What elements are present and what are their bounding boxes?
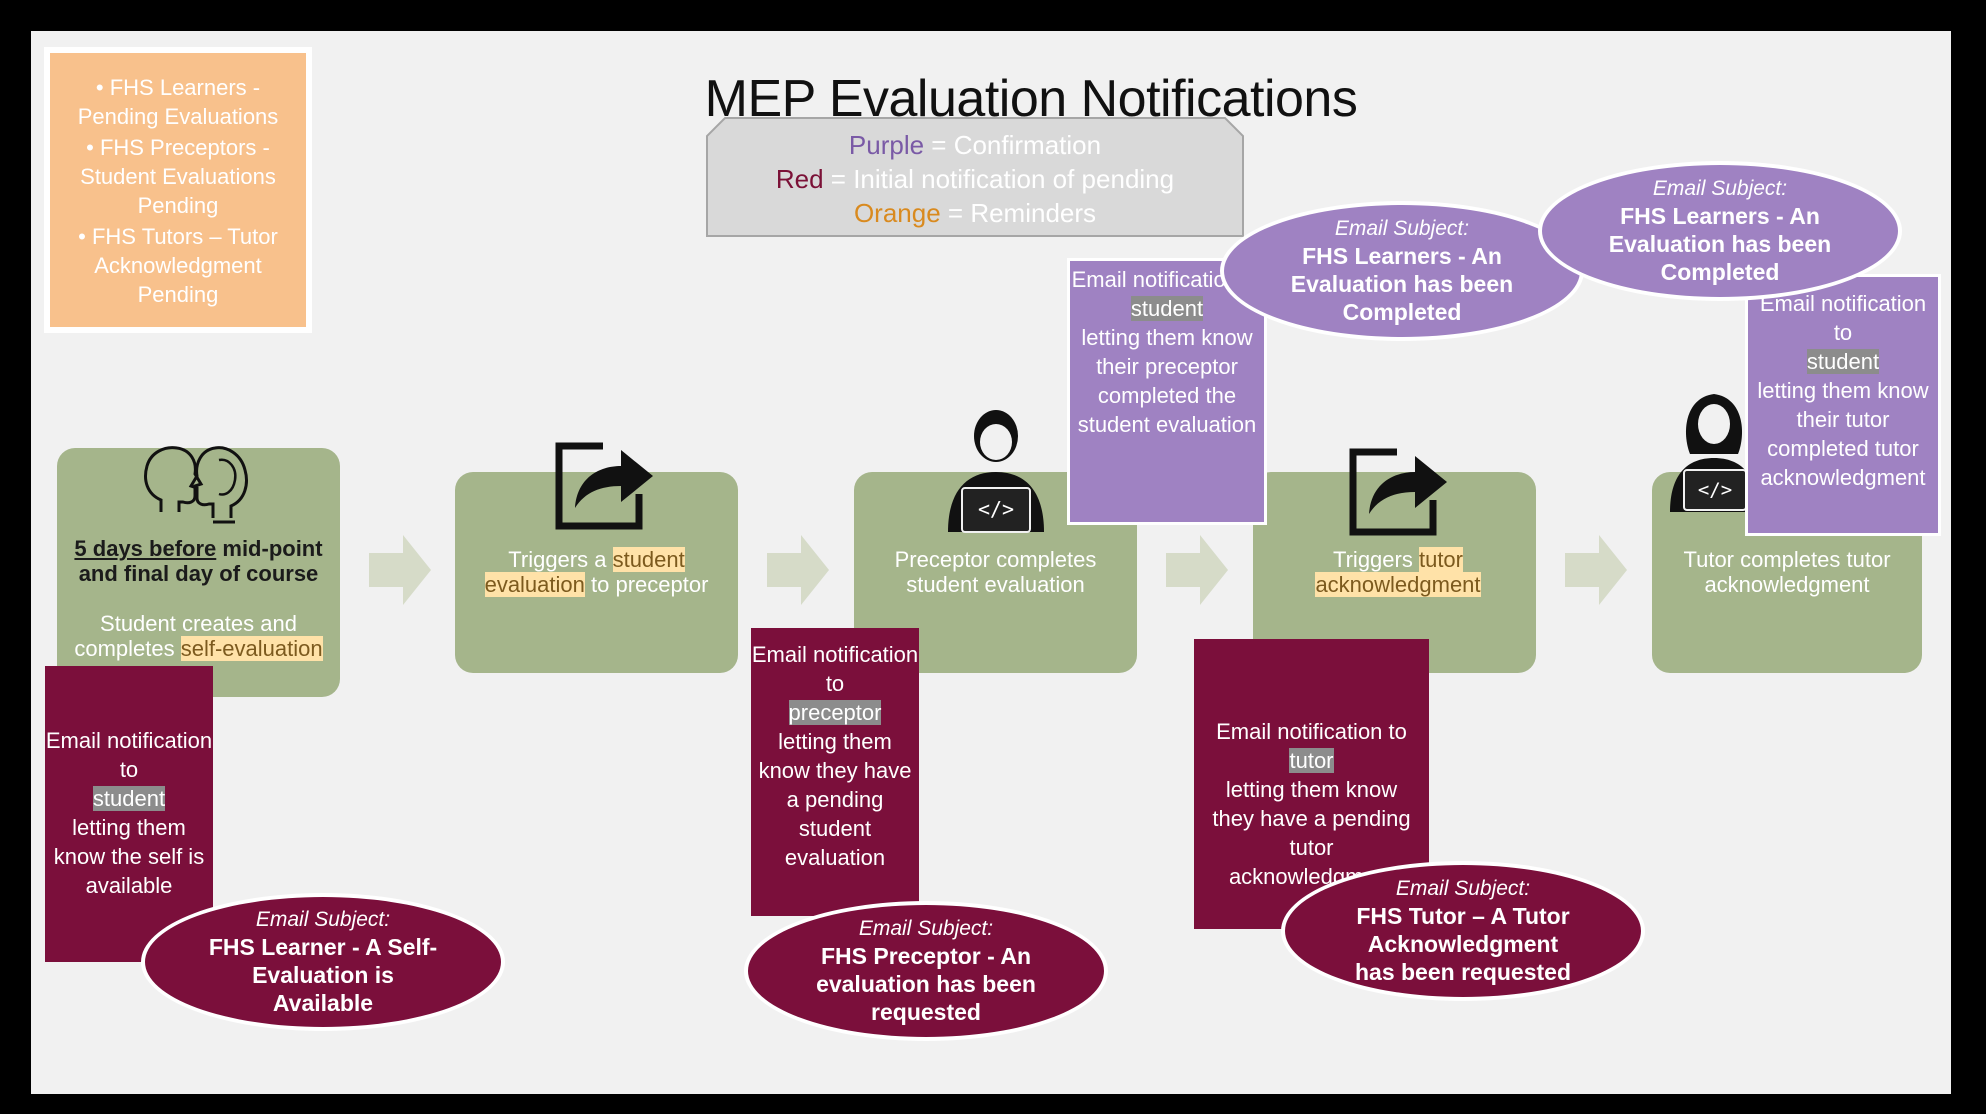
stage-triggers-student-evaluation: Triggers a student evaluation to precept…: [455, 442, 738, 673]
recipient-highlight: preceptor: [788, 700, 882, 725]
email-note-student-preceptor-completed: Email notification to student letting th…: [1067, 258, 1267, 525]
email-subjects-box: FHS Learners - Pending Evaluations FHS P…: [44, 47, 312, 333]
recipient-highlight: student: [1806, 349, 1880, 374]
legend-orange-text: = Reminders: [940, 198, 1097, 228]
legend-orange-key: Orange: [853, 198, 941, 228]
person-laptop-icon: </>: [948, 410, 1044, 533]
stage-5-text: Tutor completes tutor acknowledgment: [1683, 547, 1891, 597]
share-icon: [555, 442, 653, 530]
color-legend: Purple = Confirmation Red = Initial noti…: [705, 116, 1245, 238]
svg-text:</>: </>: [978, 497, 1014, 521]
stage-1-text: Student creates and completes self-evalu…: [74, 611, 323, 661]
legend-red-text: = Initial notification of pending: [823, 164, 1175, 194]
subject-item: FHS Tutors – Tutor Acknowledgment Pendin…: [56, 222, 300, 309]
flow-arrow: [1166, 535, 1228, 605]
subject-item: FHS Preceptors - Student Evaluations Pen…: [56, 133, 300, 220]
stage-student-self-evaluation: 5 days before mid-point and final day of…: [57, 446, 340, 697]
email-note-student-tutor-completed: Email notification to student letting th…: [1745, 274, 1941, 536]
legend-purple-text: = Confirmation: [924, 130, 1102, 160]
legend-red-key: Red: [775, 164, 824, 194]
email-note-student-self: Email notification to student letting th…: [45, 666, 213, 962]
woman-laptop-icon: </>: [1670, 394, 1758, 512]
legend-text: Purple = Confirmation Red = Initial noti…: [705, 128, 1245, 230]
email-subject-preceptor-requested: Email Subject: FHS Preceptor - An evalua…: [744, 901, 1108, 1041]
flow-arrow: [767, 535, 829, 605]
stage-1-heading: 5 days before mid-point and final day of…: [74, 536, 323, 586]
legend-purple-key: Purple: [848, 130, 925, 160]
recipient-highlight: tutor: [1289, 748, 1334, 773]
flow-arrow: [1565, 535, 1627, 605]
svg-text:</>: </>: [1698, 479, 1732, 501]
email-note-preceptor: Email notification to preceptor letting …: [751, 628, 919, 916]
stage-4-text: Triggers tutor acknowledgment: [1315, 547, 1481, 597]
subject-item: FHS Learners - Pending Evaluations: [56, 73, 300, 131]
stage-2-text: Triggers a student evaluation to precept…: [484, 547, 709, 597]
email-subject-learners-completed-2: Email Subject: FHS Learners - An Evaluat…: [1538, 161, 1902, 301]
email-subject-learners-completed-1: Email Subject: FHS Learners - An Evaluat…: [1220, 201, 1584, 341]
stage-3-text: Preceptor completes student evaluation: [894, 547, 1097, 597]
slide: MEP Evaluation Notifications FHS Learner…: [31, 31, 1951, 1094]
recipient-highlight: student: [92, 786, 166, 811]
recipient-highlight: student: [1130, 296, 1204, 321]
two-heads-icon: [144, 446, 248, 524]
share-icon: [1349, 448, 1447, 536]
flow-arrow: [369, 535, 431, 605]
email-subject-learner-self-evaluation: Email Subject: FHS Learner - A Self-Eval…: [141, 893, 505, 1031]
email-subject-tutor-requested: Email Subject: FHS Tutor – A Tutor Ackno…: [1281, 861, 1645, 1001]
